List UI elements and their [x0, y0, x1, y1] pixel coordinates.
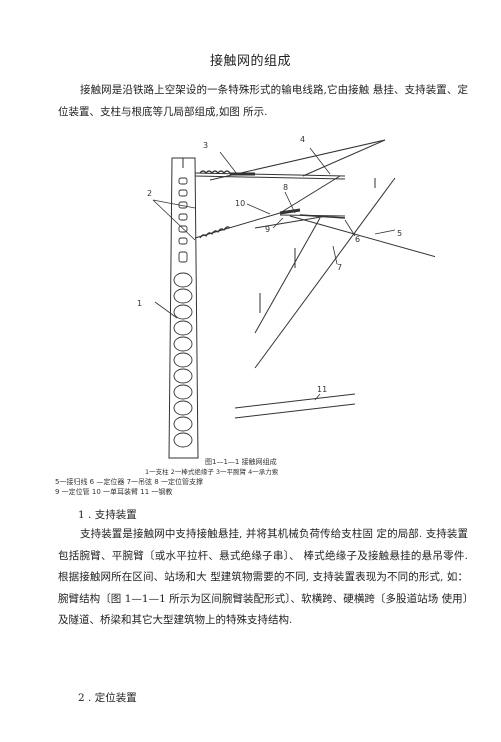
return-wire [254, 177, 396, 369]
callout-2: 2 [147, 189, 152, 198]
steady-arm [299, 214, 346, 219]
contact-wire [289, 215, 435, 258]
legend-row-2: 9 一定位管 10 一单耳装臂 11 一钢教 [55, 488, 173, 496]
callout-1: 1 [137, 299, 142, 308]
steel-rail [234, 393, 356, 419]
callout-5: 5 [397, 229, 402, 238]
messenger-wire [209, 139, 386, 181]
intro-paragraph: 接触网是沿铁路上空架设的一条特殊形式的输电线路,它由接触 悬挂、支持装置、定位装… [58, 84, 468, 118]
catenary-diagram: 1 2 3 4 5 6 7 8 9 10 11 图1—1—1 接触网组成 1一支… [137, 135, 435, 476]
callout-3: 3 [203, 141, 208, 150]
section-heading-2: 2 . 定位装置 [78, 692, 137, 704]
callout-10: 10 [235, 199, 245, 208]
mast [168, 157, 199, 459]
callout-9: 9 [265, 225, 270, 234]
support-device-paragraph: 支持装置是接触网中支持接触悬挂, 并将其机械负荷传给支柱固 定的局部. 支持装置… [58, 528, 468, 626]
figure-legend: 1一支柱 2一棒式绝缘子 3一平腕臂 4一承力索 [145, 467, 279, 476]
dropper [254, 217, 321, 334]
section-heading-1: 1 . 支持装置 [78, 509, 137, 521]
callout-11: 11 [317, 385, 327, 394]
legend-row-1: 5一接归线 6 —定位器 7一吊弦 8 一定位管支撑 [55, 478, 203, 486]
mast-holes [173, 177, 193, 448]
callout-8: 8 [283, 183, 288, 192]
figure-caption: 图1—1—1 接触网组成 [205, 457, 277, 466]
page-title: 接触网的组成 [209, 54, 291, 69]
cantilever-insulator [194, 175, 341, 239]
callout-7: 7 [337, 263, 342, 272]
callout-4: 4 [300, 135, 305, 144]
callout-6: 6 [355, 235, 360, 244]
